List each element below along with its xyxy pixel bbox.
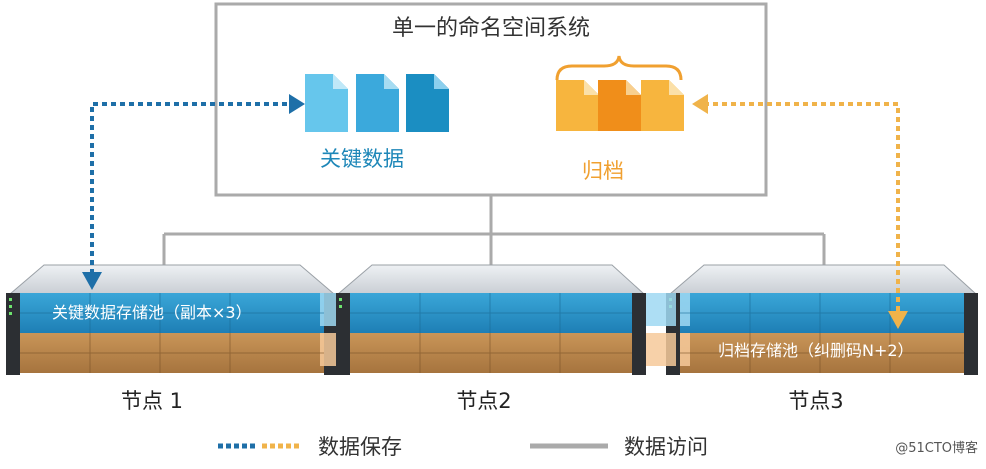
legend-save-label: 数据保存 bbox=[318, 435, 402, 459]
archive-pool-label: 归档存储池（纠删码N+2） bbox=[718, 341, 914, 360]
access-lines bbox=[162, 195, 826, 265]
legend: 数据保存 数据访问 bbox=[218, 435, 708, 459]
node-1-label: 节点 1 bbox=[121, 389, 183, 413]
archive-file-icons bbox=[556, 80, 684, 131]
archive-label: 归档 bbox=[582, 159, 624, 183]
critical-data-file-icons bbox=[305, 74, 449, 132]
save-arrow-critical bbox=[82, 94, 305, 290]
drive-bays bbox=[20, 293, 964, 333]
node-3-label: 节点3 bbox=[788, 389, 843, 413]
critical-pool-label: 关键数据存储池（副本×3） bbox=[52, 303, 252, 322]
watermark: @51CTO博客 bbox=[895, 440, 978, 456]
save-arrow-archive bbox=[692, 94, 908, 329]
critical-data-label: 关键数据 bbox=[320, 147, 404, 171]
namespace-title: 单一的命名空间系统 bbox=[392, 16, 590, 41]
archive-brace bbox=[555, 55, 683, 81]
legend-access-label: 数据访问 bbox=[624, 435, 708, 459]
node-2-label: 节点2 bbox=[456, 389, 511, 413]
